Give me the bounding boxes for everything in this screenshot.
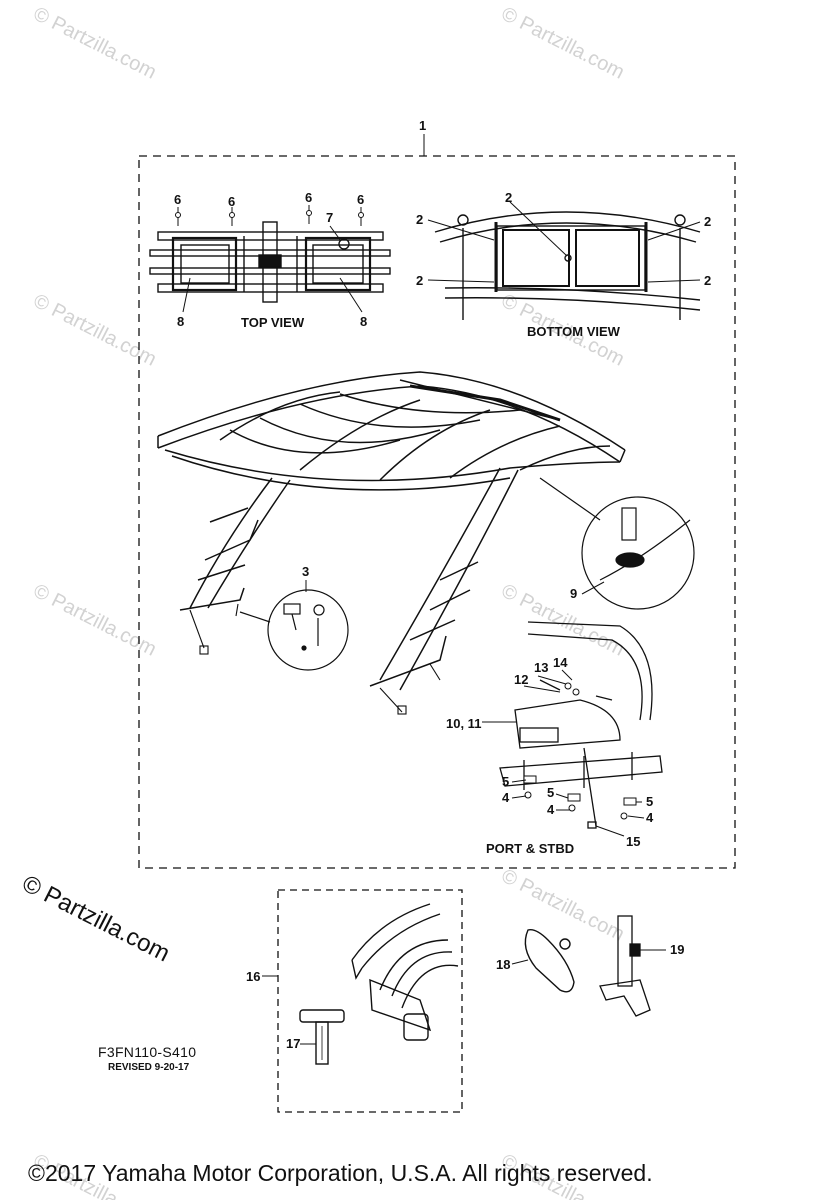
callout-18: 18 — [496, 957, 510, 972]
detail-9-drawing — [539, 477, 695, 610]
small-hardware — [523, 682, 637, 820]
copyright-footer: ©2017 Yamaha Motor Corporation, U.S.A. A… — [28, 1160, 653, 1186]
callout-1: 1 — [419, 118, 426, 133]
callout-4: 4 — [646, 810, 654, 825]
callout-6: 6 — [174, 192, 181, 207]
callout-8: 8 — [177, 314, 184, 329]
watermark-tile: © Partzilla.com — [30, 290, 160, 371]
callout-17: 17 — [286, 1036, 300, 1051]
leader-lines — [262, 975, 316, 1045]
callout-2: 2 — [416, 212, 423, 227]
revision-date: REVISED 9-20-17 — [108, 1062, 190, 1073]
fastener-marks — [175, 205, 364, 313]
callout-5: 5 — [547, 785, 554, 800]
callout-19: 19 — [670, 942, 684, 957]
tower-assembly-boundary — [138, 155, 736, 869]
callout-13: 13 — [534, 660, 548, 675]
callout-5: 5 — [646, 794, 653, 809]
port-stbd-drawing — [499, 621, 663, 829]
callout-2: 2 — [416, 273, 423, 288]
callout-3: 3 — [302, 564, 309, 579]
board-rack-drawing — [299, 903, 459, 1065]
callout-8: 8 — [360, 314, 367, 329]
callout-4: 4 — [502, 790, 510, 805]
watermark-tiles: © Partzilla.com © Partzilla.com © Partzi… — [30, 3, 628, 1200]
leader-line — [511, 959, 529, 965]
watermark-tile: © Partzilla.com — [30, 3, 160, 84]
watermark-tile: © Partzilla.com — [498, 865, 628, 946]
tower-frame-drawing — [157, 371, 626, 691]
leader-line — [581, 581, 605, 595]
callout-2: 2 — [505, 190, 512, 205]
detail-3-drawing — [239, 589, 349, 671]
callout-2: 2 — [704, 273, 711, 288]
callout-6: 6 — [357, 192, 364, 207]
callout-10-11: 10, 11 — [446, 716, 481, 731]
port-stbd-label: PORT & STBD — [486, 841, 574, 856]
callout-16: 16 — [246, 969, 260, 984]
callout-6: 6 — [228, 194, 235, 209]
callout-14: 14 — [553, 655, 568, 670]
drawing-code: F3FN110-S410 — [98, 1044, 197, 1060]
callout-7: 7 — [326, 210, 333, 225]
watermark-tile: © Partzilla.com — [498, 3, 628, 84]
board-rack-boundary — [277, 889, 463, 1113]
top-view-drawing — [149, 221, 391, 303]
mirror-mount-drawing — [599, 915, 651, 1017]
mirror-drawing — [524, 929, 575, 993]
top-view-label: TOP VIEW — [241, 315, 305, 330]
callout-5: 5 — [502, 774, 509, 789]
leader-lines — [427, 201, 701, 283]
bottom-view-drawing — [434, 211, 701, 320]
mount-hardware — [189, 603, 441, 715]
callout-15: 15 — [626, 834, 640, 849]
watermark-tile: © Partzilla.com — [30, 580, 160, 661]
callout-12: 12 — [514, 672, 528, 687]
bottom-view-label: BOTTOM VIEW — [527, 324, 621, 339]
callout-2: 2 — [704, 214, 711, 229]
callout-6: 6 — [305, 190, 312, 205]
callout-4: 4 — [547, 802, 555, 817]
leader-lines — [482, 669, 645, 837]
watermark-tile: © Partzilla.com — [498, 580, 628, 661]
callout-9: 9 — [570, 586, 577, 601]
